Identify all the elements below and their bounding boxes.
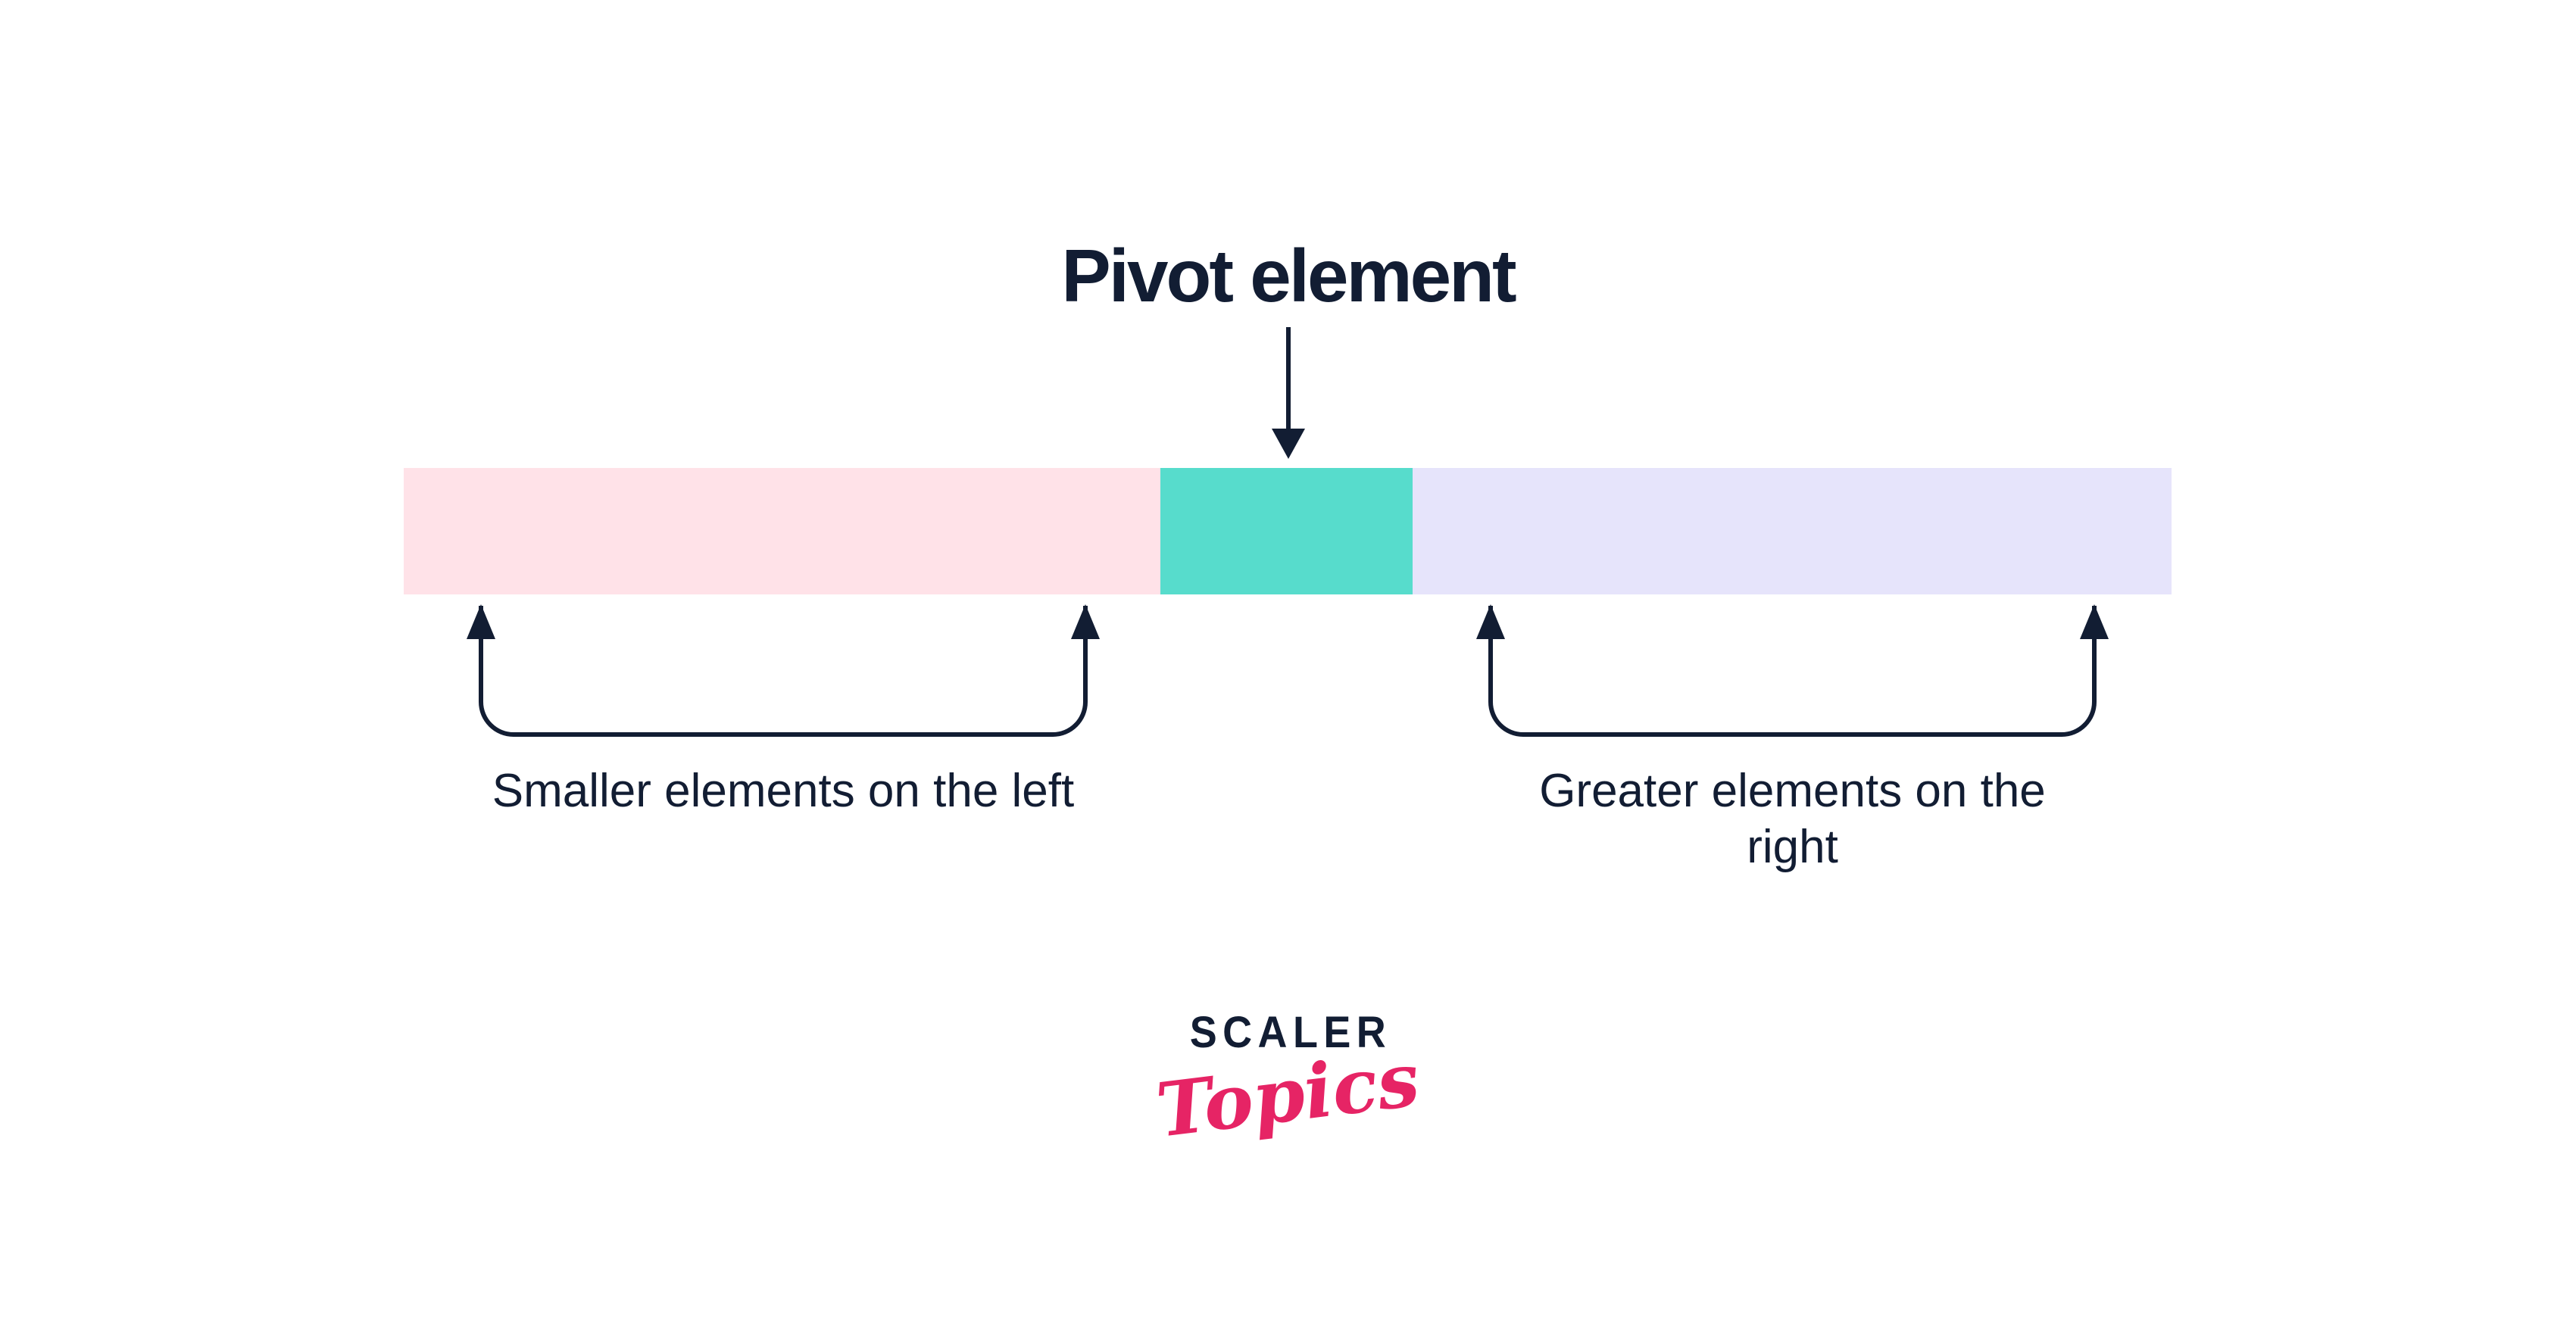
range-bracket-right [1476, 604, 2109, 737]
label-smaller-elements: Smaller elements on the left [492, 765, 1075, 817]
label-greater-elements: Greater elements on the right [1539, 765, 2046, 873]
arrow-down-icon [1272, 429, 1305, 459]
segment-smaller-elements [404, 468, 1160, 594]
page-title: Pivot element [1061, 234, 1516, 317]
range-bracket-left [467, 604, 1100, 737]
arrow-up-icon [467, 604, 495, 639]
array-bar [404, 468, 2172, 594]
scaler-topics-logo: SCALER Topics [0, 1007, 2576, 1155]
logo-sub-text: Topics [1151, 1036, 1424, 1155]
arrow-up-icon [1476, 604, 1505, 639]
logo-brand-text: SCALER [1190, 1008, 1392, 1057]
arrow-up-icon [2080, 604, 2109, 639]
segment-pivot-element [1160, 468, 1413, 594]
segment-greater-elements [1413, 468, 2172, 594]
arrow-up-icon [1071, 604, 1100, 639]
pivot-arrow-stem [1286, 327, 1291, 433]
